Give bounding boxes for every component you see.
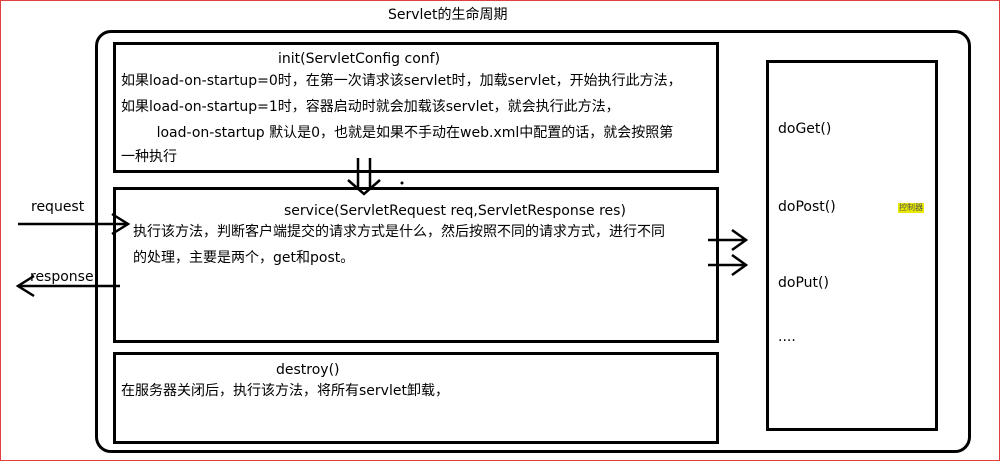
method-more: .... <box>778 329 796 345</box>
servlet-container <box>95 30 971 453</box>
destroy-heading: destroy() <box>276 362 340 378</box>
init-line: 一种执行 <box>121 149 177 165</box>
service-line: 执行该方法，判断客户端提交的请求方式是什么，然后按照不同的请求方式，进行不同 <box>133 224 665 240</box>
service-line: 的处理，主要是两个，get和post。 <box>133 250 355 266</box>
response-arrow <box>15 274 120 298</box>
method-doput: doPut() <box>778 275 829 291</box>
diagram-title: Servlet的生命周期 <box>388 7 508 23</box>
init-line: load-on-startup 默认是0，也就是如果不手动在web.xml中配置… <box>121 125 674 141</box>
init-to-service-arrow <box>347 158 381 196</box>
method-doget: doGet() <box>778 121 832 137</box>
init-box: init(ServletConfig conf) 如果load-on-start… <box>113 42 719 173</box>
init-line: 如果load-on-startup=0时，在第一次请求该servlet时，加载s… <box>121 73 682 89</box>
request-label: request <box>31 199 85 215</box>
response-label: response <box>30 269 94 285</box>
request-arrow <box>18 212 131 236</box>
init-line: 如果load-on-startup=1时，容器启动时就会加载该servlet，就… <box>121 99 620 115</box>
methods-box: doGet() doPost() doPut() .... <box>766 60 938 431</box>
service-box: service(ServletRequest req,ServletRespon… <box>113 187 719 343</box>
init-heading: init(ServletConfig conf) <box>278 51 441 67</box>
method-dopost: doPost() <box>778 199 836 215</box>
service-to-methods-arrows <box>708 228 749 277</box>
controller-tag: 控制器 <box>898 203 924 213</box>
destroy-box: destroy() 在服务器关闭后，执行该方法，将所有servlet卸载， <box>113 352 719 444</box>
destroy-line: 在服务器关闭后，执行该方法，将所有servlet卸载， <box>121 383 449 399</box>
service-heading: service(ServletRequest req,ServletRespon… <box>284 203 626 219</box>
